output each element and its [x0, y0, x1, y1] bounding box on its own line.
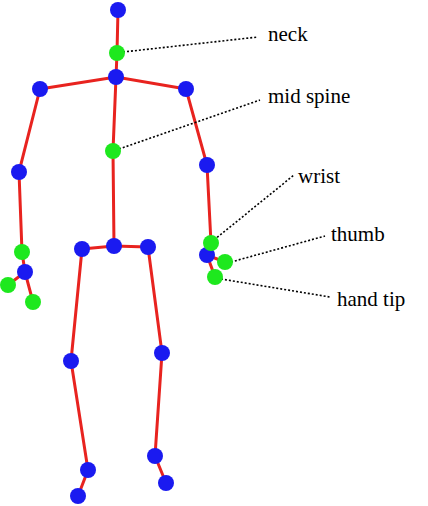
leader-line: [231, 236, 325, 262]
green-joints: [0, 45, 233, 310]
callout-label: mid spine: [268, 84, 350, 108]
joint: [70, 488, 86, 504]
blue-joints: [11, 2, 215, 504]
joint: [110, 2, 126, 18]
joint: [207, 269, 223, 285]
joint: [217, 254, 233, 270]
joint: [199, 157, 215, 173]
joint: [32, 81, 48, 97]
left-leg-bone: [71, 249, 88, 496]
joint: [106, 238, 122, 254]
joint: [108, 69, 124, 85]
callout-label: hand tip: [337, 287, 405, 311]
joint: [17, 264, 33, 280]
joint: [109, 45, 125, 61]
callout-label: thumb: [331, 222, 385, 246]
joint: [158, 475, 174, 491]
joint: [14, 244, 30, 260]
joint: [203, 235, 219, 251]
leader-line: [123, 37, 258, 52]
joint: [25, 294, 41, 310]
joint: [147, 448, 163, 464]
callout-label: neck: [268, 22, 308, 46]
callout-label: wrist: [298, 164, 340, 188]
joint: [0, 277, 16, 293]
joint: [105, 143, 121, 159]
joint: [154, 345, 170, 361]
leader-line: [214, 175, 294, 240]
leader-line: [119, 100, 260, 149]
joint: [74, 241, 90, 257]
joint: [178, 81, 194, 97]
joint: [140, 239, 156, 255]
joint: [11, 164, 27, 180]
joint: [80, 462, 96, 478]
joint: [63, 353, 79, 369]
leader-line: [221, 279, 330, 297]
bones: [8, 10, 225, 496]
right-leg-bone: [148, 247, 166, 483]
